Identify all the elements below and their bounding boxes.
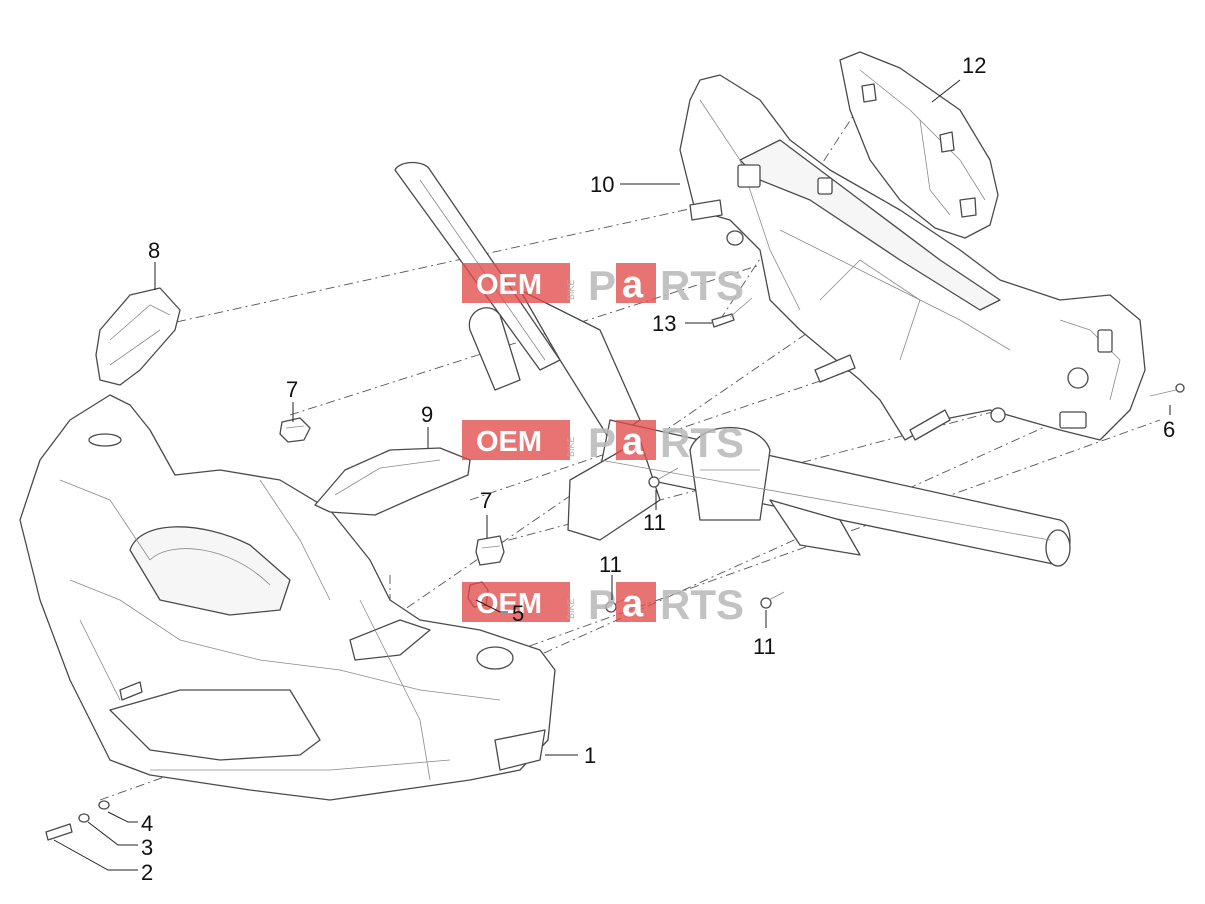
watermark-2: OEM BIKE P a RTS <box>462 419 744 466</box>
screw-11-a <box>648 467 679 488</box>
rear-handlebar-cover <box>679 74 1146 441</box>
watermark-rts: RTS <box>660 581 744 628</box>
watermark-3: OEM BIKE P a RTS <box>462 581 744 628</box>
watermark-oem: OEM <box>476 588 542 620</box>
part-9-cover <box>314 447 471 516</box>
callout-5: 5 <box>512 601 524 626</box>
top-cover <box>839 51 999 239</box>
callout-13: 13 <box>652 311 676 336</box>
watermark-bike: BIKE <box>566 279 576 300</box>
watermark-rts: RTS <box>660 262 744 309</box>
callout-7-upper: 7 <box>286 377 298 402</box>
watermark-oem: OEM <box>476 269 542 301</box>
watermark-a: a <box>622 421 644 463</box>
watermark-a: a <box>622 583 644 625</box>
washer-4 <box>98 800 110 810</box>
callout-1: 1 <box>584 743 596 768</box>
callout-11-b: 11 <box>599 552 622 577</box>
watermark-a: a <box>622 264 644 306</box>
callout-9: 9 <box>421 402 433 427</box>
watermark-p: P <box>588 262 616 309</box>
watermark-1: OEM BIKE P a RTS <box>462 262 744 309</box>
screw-11-c <box>760 591 785 609</box>
callout-11-a: 11 <box>643 510 666 535</box>
screw-13 <box>711 297 753 328</box>
watermark-bike: BIKE <box>566 436 576 457</box>
bolt-2 <box>45 823 73 841</box>
callout-12: 12 <box>962 53 986 78</box>
callout-4: 4 <box>141 811 153 836</box>
watermark-p: P <box>588 581 616 628</box>
watermark-p: P <box>588 419 616 466</box>
screw-6 <box>1149 383 1185 397</box>
washer-3 <box>78 813 90 823</box>
front-handlebar-cover <box>19 394 556 801</box>
callout-7-lower: 7 <box>480 488 492 513</box>
callout-10: 10 <box>590 172 614 197</box>
callout-6: 6 <box>1163 417 1175 442</box>
callout-8: 8 <box>148 238 160 263</box>
part-8-cover <box>95 287 181 386</box>
leader-lines <box>53 79 1171 871</box>
callout-11-c: 11 <box>753 634 776 659</box>
clip-7-lower <box>475 535 505 566</box>
callout-2: 2 <box>141 860 153 885</box>
watermark-oem: OEM <box>476 426 542 458</box>
callout-3: 3 <box>141 835 153 860</box>
watermark-rts: RTS <box>660 419 744 466</box>
callout-labels: 1 2 3 4 5 6 7 7 8 9 10 11 11 11 12 13 <box>141 53 1175 885</box>
clip-7-upper <box>279 417 311 443</box>
watermark-bike: BIKE <box>566 598 576 619</box>
